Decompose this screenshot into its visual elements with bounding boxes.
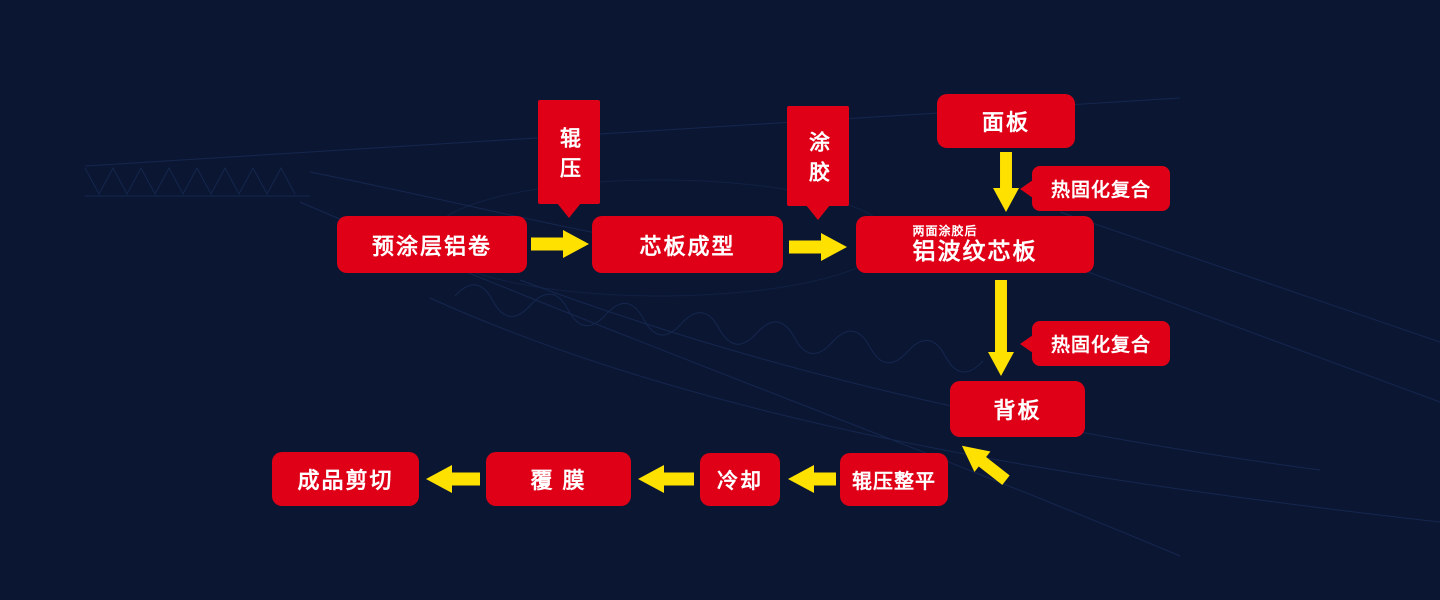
arrow-down-icon [988,280,1014,376]
arrow-left-icon [638,465,694,493]
node-core-forming-label: 芯板成型 [639,233,736,259]
node-product-cutting: 成品剪切 [272,452,419,506]
arrow-down-icon [993,152,1019,212]
node-film-coating-label: 覆 膜 [530,468,587,493]
callout-thermal-cure-1: 热固化复合 [1032,166,1170,211]
node-cooling-label: 冷却 [717,469,763,493]
arrow-diagonal-icon [954,436,1014,491]
node-face-panel-label: 面板 [981,110,1030,135]
node-corrugated-core-note: 两面涂胶后 [912,223,978,238]
node-back-panel-label: 背板 [993,398,1042,423]
node-precoated-coil: 预涂层铝卷 [337,216,527,273]
callout-thermal-cure-1-label: 热固化复合 [1050,180,1151,201]
node-cooling: 冷却 [700,453,780,506]
label-gluing-text: 涂胶 [806,130,830,191]
node-roll-flattening-label: 辊压整平 [852,471,936,493]
node-precoated-coil-label: 预涂层铝卷 [371,233,492,259]
node-corrugated-core: 两面涂胶后 铝波纹芯板 [856,216,1094,273]
node-roll-flattening: 辊压整平 [840,453,948,506]
callout-thermal-cure-2: 热固化复合 [1032,321,1170,366]
node-back-panel: 背板 [950,381,1085,437]
label-roll-press: 辊压 [538,100,600,204]
node-face-panel: 面板 [937,94,1075,148]
arrow-left-icon [426,465,480,493]
callout-thermal-cure-2-label: 热固化复合 [1050,335,1151,356]
arrow-right-icon [531,230,589,258]
node-core-forming: 芯板成型 [592,216,783,273]
node-corrugated-core-label: 铝波纹芯板 [912,237,1038,264]
label-gluing: 涂胶 [787,106,849,206]
label-roll-press-text: 辊压 [557,126,581,187]
arrow-right-icon [789,233,847,261]
node-product-cutting-label: 成品剪切 [297,468,394,493]
arrow-left-icon [788,465,836,493]
node-film-coating: 覆 膜 [486,452,631,506]
